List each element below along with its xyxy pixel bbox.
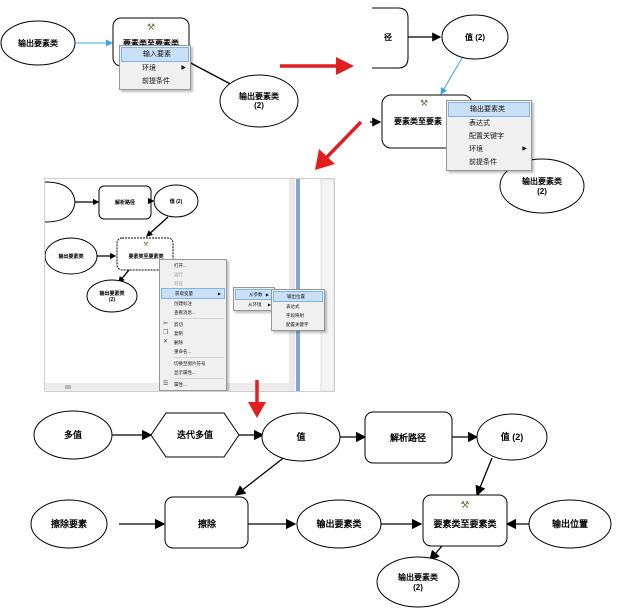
svg-text:输出位置: 输出位置 — [552, 518, 588, 529]
value2-node[interactable]: 值 (2) — [441, 14, 509, 60]
svg-text:输出要素类: 输出要素类 — [316, 518, 362, 529]
svg-text:要素类至要素类: 要素类至要素类 — [123, 38, 179, 48]
value2-node-3[interactable]: 值 (2) — [153, 184, 199, 218]
chevron-right-icon: ▶ — [217, 291, 221, 296]
output-node-2[interactable]: 输出要素类 (2) — [499, 158, 585, 214]
multi-value-node[interactable]: 多值 — [33, 410, 113, 460]
svg-text:值 (2): 值 (2) — [170, 198, 183, 205]
context-menu-step3: 打开... 运行 验证 获取变量▶ 创建标注 查看消息... ✂剪切 ❐复制 ✕… — [159, 259, 227, 391]
erase-features-node[interactable]: 擦除要素 — [30, 499, 108, 549]
menu-item-properties[interactable]: ☰属性... — [163, 381, 187, 387]
menu-item-view-messages[interactable]: 查看消息... — [174, 310, 196, 315]
svg-text:迭代多值: 迭代多值 — [177, 429, 213, 440]
svg-text:解析路径: 解析路径 — [115, 199, 135, 206]
output-node-3[interactable]: 输出要素类 (2) — [86, 279, 138, 313]
svg-text:(2): (2) — [109, 297, 115, 303]
menu-item-cut[interactable]: ✂剪切 — [163, 321, 183, 327]
menu-item-output-feature-class[interactable]: 输出要素类 — [448, 102, 530, 117]
vertical-scrollbar[interactable] — [289, 179, 334, 391]
menu-item-field-mapping[interactable]: 字段映射 — [286, 313, 304, 318]
svg-text:值 (2): 值 (2) — [465, 32, 485, 42]
menu-item-expression[interactable]: 表达式 — [469, 120, 490, 127]
svg-text:值: 值 — [296, 431, 305, 442]
copy-icon: ❐ — [163, 330, 169, 336]
svg-text:(2): (2) — [537, 187, 547, 196]
context-menu-step2: 输出要素类 表达式 配置关键字 环境▶ 前提条件 — [446, 100, 532, 171]
value-node[interactable]: 值 — [261, 412, 341, 462]
output-node[interactable]: 输出要素类 (2) — [219, 74, 299, 128]
menu-item-create-label[interactable]: 创建标注 — [174, 301, 192, 306]
menu-item-copy[interactable]: ❐复制 — [163, 330, 183, 336]
output-feature-class-2-node[interactable]: 输出要素类 (2) — [376, 556, 460, 608]
parse-path-node-partial[interactable]: 径 — [372, 7, 409, 69]
svg-text:擦除要素: 擦除要素 — [51, 518, 87, 529]
menu-item-validate[interactable]: 验证 — [174, 281, 183, 286]
menu-item-display-properties[interactable]: 显示属性... — [174, 370, 196, 375]
menu-item-output-location[interactable]: 输出位置 — [273, 291, 323, 302]
source-node[interactable]: 输出要素类 — [0, 20, 76, 66]
output-feature-class-node[interactable]: 输出要素类 — [296, 499, 382, 549]
hammer-icon: ⚒ — [461, 500, 470, 511]
partial-node-left[interactable] — [45, 181, 76, 223]
iterate-multi-value-node[interactable]: 迭代多值 — [150, 412, 240, 458]
chevron-right-icon: ▶ — [267, 302, 271, 307]
menu-item-run[interactable]: 运行 — [174, 272, 183, 277]
menu-item-from-parameter[interactable]: 从参数▶ — [235, 289, 273, 300]
menu-item-precondition-2[interactable]: 前提条件 — [469, 159, 497, 166]
erase-tool-node[interactable]: 擦除 — [164, 496, 249, 549]
menu-item-precondition[interactable]: 前提条件 — [142, 78, 170, 85]
delete-icon: ✕ — [163, 339, 169, 345]
value2-node-final[interactable]: 值 (2) — [476, 413, 548, 461]
scissors-icon: ✂ — [163, 321, 169, 327]
chevron-right-icon: ▶ — [522, 146, 527, 152]
svg-text:输出要素类: 输出要素类 — [398, 572, 438, 582]
svg-text:值 (2): 值 (2) — [501, 431, 524, 442]
menu-item-switch-picture-symbol[interactable]: 切换至图片符号 — [174, 361, 206, 366]
svg-text:输出要素类: 输出要素类 — [18, 38, 58, 48]
svg-text:(2): (2) — [413, 583, 423, 592]
context-menu-step1: 输入要素 环境▶ 前提条件 — [119, 45, 191, 90]
chevron-right-icon: ▶ — [265, 292, 269, 297]
svg-text:输出要素类: 输出要素类 — [239, 91, 279, 101]
menu-item-expression-3[interactable]: 表达式 — [286, 304, 300, 309]
menu-item-from-environment[interactable]: 从环境▶ — [248, 302, 271, 307]
svg-text:输出要素类: 输出要素类 — [522, 176, 562, 186]
svg-text:擦除: 擦除 — [198, 518, 217, 529]
parse-path-node[interactable]: 解析路径 — [364, 411, 453, 464]
menu-item-environment[interactable]: 环境▶ — [120, 62, 190, 75]
submenu-get-variable: 从参数▶ 从环境▶ — [233, 287, 275, 311]
panel-step3-window: 解析路径 值 (2) 输出要素类 ⚒ 要素类至要素类 输出要素类 (2) — [44, 178, 335, 392]
submenu-from-parameter: 输出位置 表达式 字段映射 配置关键字 — [271, 289, 325, 331]
svg-text:要素类至要素类: 要素类至要素类 — [128, 253, 163, 260]
chevron-right-icon: ▶ — [181, 65, 186, 71]
menu-item-delete[interactable]: ✕删除 — [163, 339, 183, 345]
svg-text:径: 径 — [384, 32, 392, 42]
menu-item-input-features[interactable]: 输入要素 — [121, 47, 189, 62]
menu-item-environment-2[interactable]: 环境▶ — [447, 143, 531, 156]
step-arrow-3 — [248, 380, 266, 418]
source-node-3[interactable]: 输出要素类 — [45, 237, 98, 275]
fc-to-fc-tool-node[interactable]: ⚒ 要素类至要素类 — [422, 494, 508, 547]
hammer-icon: ⚒ — [420, 98, 428, 108]
menu-item-open[interactable]: 打开... — [174, 263, 187, 268]
menu-item-config-keyword[interactable]: 配置关键字 — [469, 133, 504, 140]
parse-path-node-3[interactable]: 解析路径 — [98, 185, 152, 220]
properties-icon: ☰ — [163, 381, 169, 387]
svg-text:要素类至要素类: 要素类至要素类 — [433, 518, 497, 529]
svg-text:解析路径: 解析路径 — [390, 432, 426, 443]
step-arrow-2 — [315, 120, 363, 170]
menu-item-get-variable[interactable]: 获取变量▶ — [161, 288, 225, 299]
panel-final-model: 多值 迭代多值 值 解析路径 值 (2) 擦除要素 擦除 输出要素类 ⚒ 要素类… — [30, 410, 612, 608]
svg-text:输出要素类: 输出要素类 — [58, 253, 83, 260]
output-location-node[interactable]: 输出位置 — [528, 499, 612, 549]
svg-text:要素类至要素: 要素类至要素 — [394, 116, 442, 126]
hammer-icon: ⚒ — [143, 241, 149, 248]
step-arrow-1 — [280, 57, 354, 75]
svg-text:多值: 多值 — [64, 429, 82, 440]
menu-item-config-keyword-3[interactable]: 配置关键字 — [286, 322, 309, 327]
hammer-icon: ⚒ — [147, 22, 155, 32]
svg-text:(2): (2) — [254, 101, 264, 110]
menu-item-rename[interactable]: 重命名... — [174, 349, 192, 354]
svg-text:输出要素类: 输出要素类 — [99, 290, 124, 297]
